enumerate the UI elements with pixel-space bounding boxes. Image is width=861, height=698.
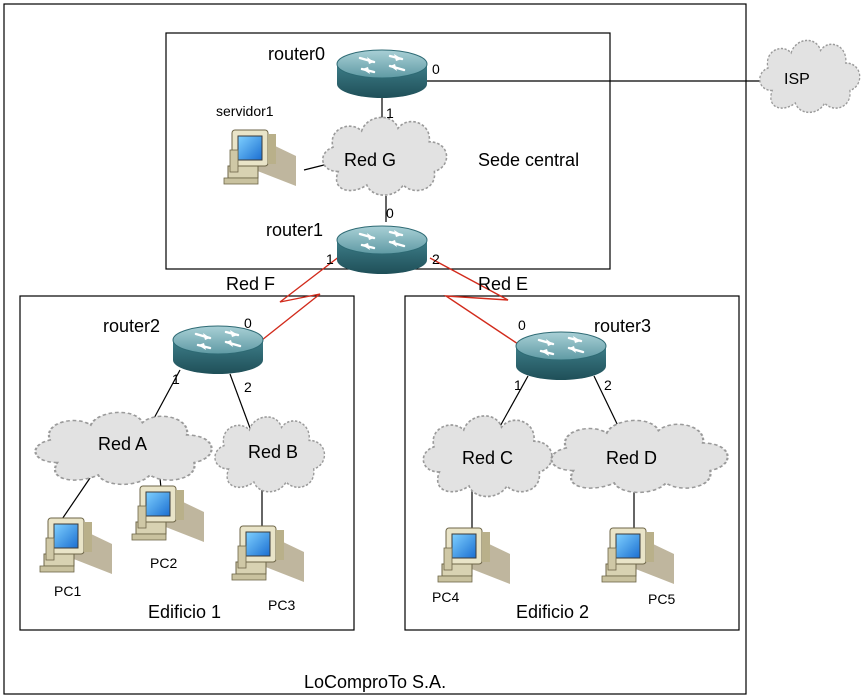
link-router2-redA [151,369,181,423]
redG-label: Red G [344,150,396,170]
pc5-label: PC5 [648,591,675,607]
port-r0-isp: 0 [432,61,440,77]
router2-label: router2 [103,316,160,336]
port-r3-redE: 0 [518,317,526,333]
link-router3-redC [497,375,529,431]
company-label: LoComproTo S.A. [304,672,446,692]
pc2-icon [131,485,205,543]
port-r1-redG: 0 [386,205,394,221]
company-boundary [3,3,747,695]
building1-label: Edificio 1 [148,602,221,622]
port-r3-redD: 2 [604,377,612,393]
redD-label: Red D [606,448,657,468]
pc1-icon [39,517,113,575]
pc2-label: PC2 [150,555,177,571]
router2-icon [171,324,265,376]
building2-label: Edificio 2 [516,602,589,622]
port-r2-redB: 2 [244,379,252,395]
port-r3-redC: 1 [514,377,522,393]
pc1-label: PC1 [54,583,81,599]
pc4-label: PC4 [432,589,459,605]
port-r2-redA: 1 [172,371,180,387]
link-router3-redD [593,375,621,431]
building1-boundary [19,295,355,631]
isp-label: ISP [784,71,810,88]
router0-icon [335,48,429,100]
servidor1-icon [223,129,297,187]
pc4-icon [437,527,511,585]
redC-label: Red C [462,448,513,468]
router3-icon [514,330,608,382]
port-r1-redF: 1 [326,251,334,267]
redB-label: Red B [248,442,298,462]
link-router2-redB [229,373,251,429]
pc3-icon [231,525,305,583]
pc3-label: PC3 [268,597,295,613]
router3-label: router3 [594,316,651,336]
port-r0-redG: 1 [386,105,394,121]
serial-link-redE [429,257,519,345]
router0-label: router0 [268,44,325,64]
pc5-icon [601,527,675,585]
serial-link-redF [261,255,341,341]
redA-label: Red A [98,434,147,454]
redE-label: Red E [478,274,528,294]
redF-label: Red F [226,274,275,294]
port-r1-redE: 2 [432,251,440,267]
router1-label: router1 [266,220,323,240]
servidor1-label: servidor1 [216,103,274,119]
building2-boundary [404,295,740,631]
router1-icon [335,224,429,276]
central-site-label: Sede central [478,150,579,170]
port-r2-redF: 0 [244,315,252,331]
